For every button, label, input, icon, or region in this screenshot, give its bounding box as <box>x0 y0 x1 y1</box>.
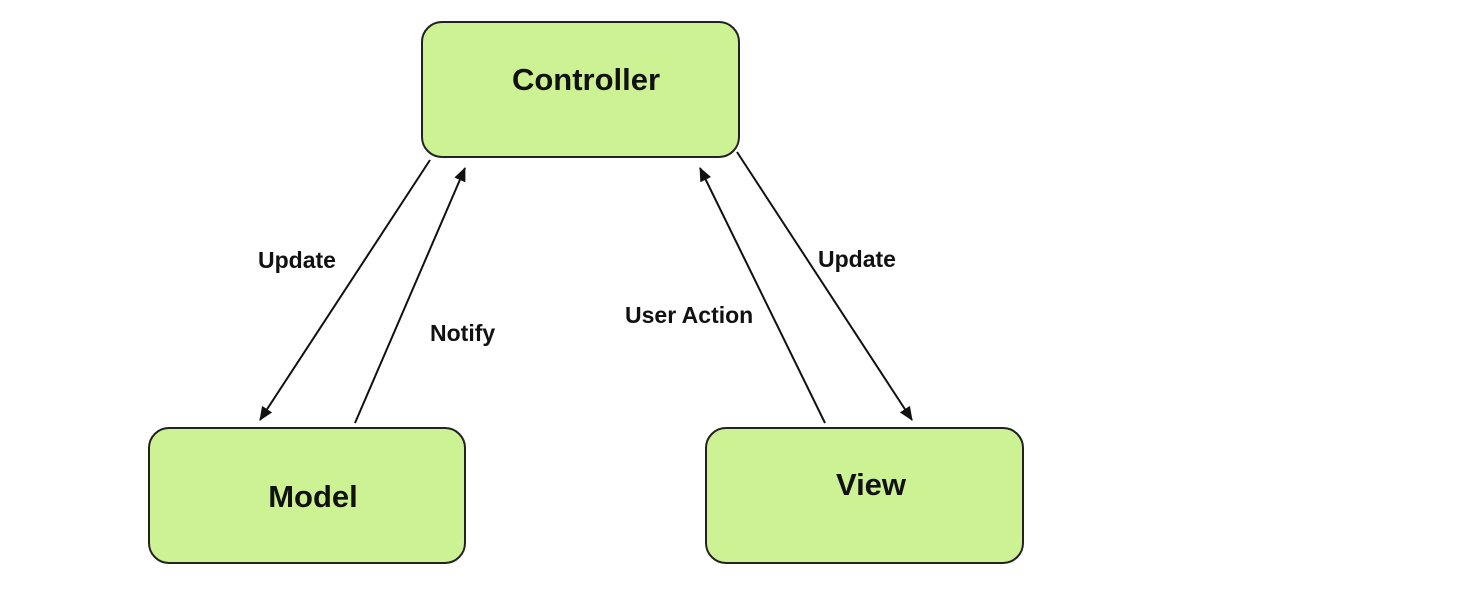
view-node: View <box>705 427 1024 564</box>
model-box <box>148 427 466 564</box>
edge-controller-to-view <box>736 151 913 421</box>
edge-label-user-action: User Action <box>625 302 753 328</box>
edge-label-notify: Notify <box>430 320 495 346</box>
controller-box <box>421 21 740 158</box>
controller-node: Controller <box>421 21 740 158</box>
model-node: Model <box>148 427 466 564</box>
edge-label-update-model: Update <box>258 247 336 273</box>
edge-model-to-controller <box>354 167 466 424</box>
edge-label-update-view: Update <box>818 246 896 272</box>
model-label: Model <box>268 479 358 514</box>
view-box <box>705 427 1024 564</box>
edge-view-to-controller <box>699 167 826 424</box>
controller-label: Controller <box>512 62 660 97</box>
view-label: View <box>836 467 907 502</box>
edge-controller-to-model <box>259 159 431 421</box>
